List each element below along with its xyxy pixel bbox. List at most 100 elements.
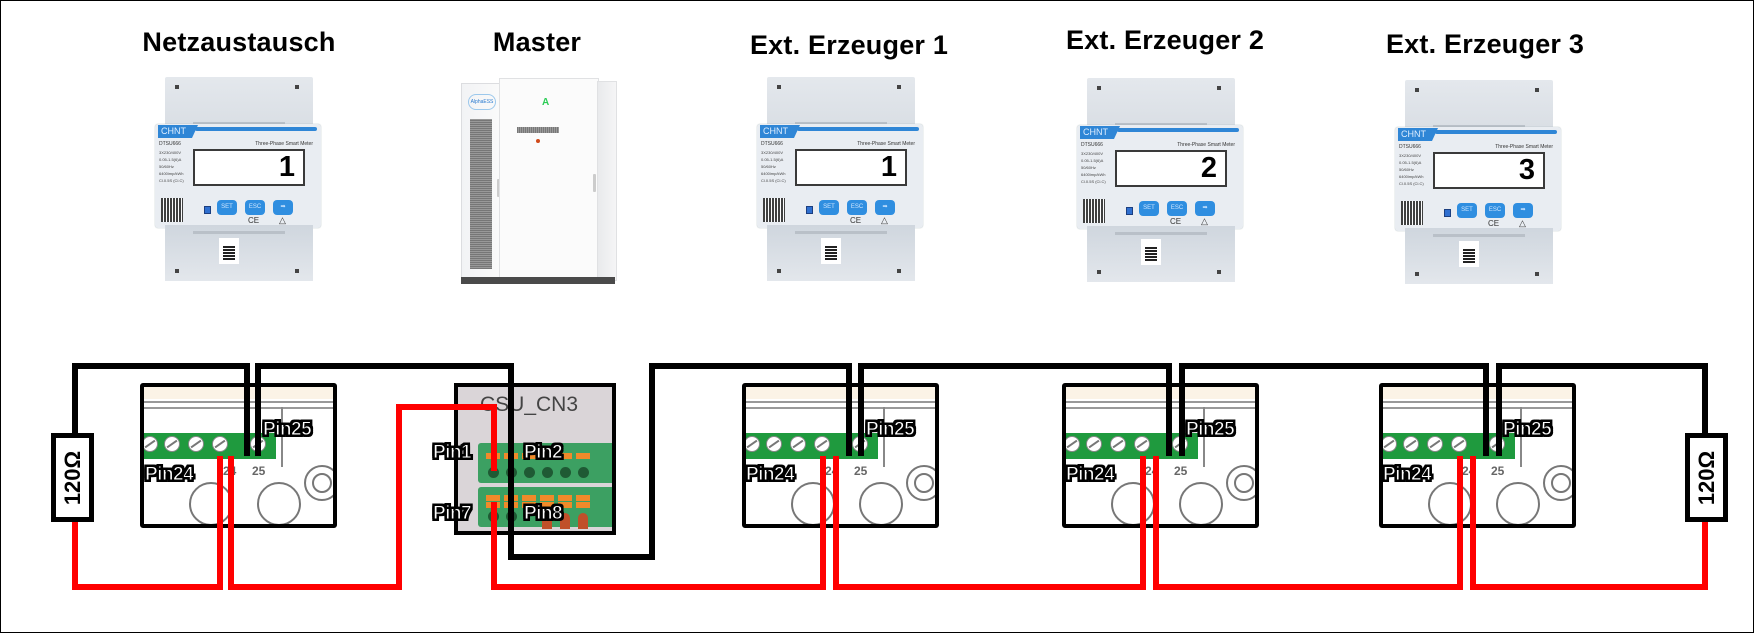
meter-qr-tag: [1141, 239, 1161, 265]
meter-model: DTSU666: [1081, 142, 1103, 148]
title-ext-erzeuger-3: Ext. Erzeuger 3: [1385, 29, 1585, 59]
meter-top-rail: [165, 77, 313, 133]
alpha-logo-icon: AlphaESS: [468, 94, 496, 110]
meter-front-panel: CHNT DTSU666 Three-Phase Smart Meter 3X2…: [155, 124, 321, 228]
qr-code-icon: [1083, 199, 1105, 223]
ce-mark-icon: CE: [1170, 217, 1182, 226]
pulse-led-icon: [806, 206, 813, 214]
cabinet-left-door: AlphaESS: [461, 83, 501, 281]
esc-button: ESC: [1167, 201, 1187, 216]
title-netzaustausch: Netzaustausch: [142, 27, 336, 57]
qr-code-icon: [1401, 201, 1423, 225]
qr-code-icon: [763, 198, 785, 222]
set-button: SET: [1139, 201, 1159, 216]
pin25-label-netzaustausch: Pin25: [262, 419, 312, 441]
pin24-label-netzaustausch: Pin24: [144, 464, 194, 486]
meter-front-panel: CHNT DTSU666 Three-Phase Smart Meter 3X2…: [1395, 127, 1561, 231]
pin24-label-ext1: Pin24: [745, 464, 795, 486]
terminal-number-24: 24: [825, 464, 839, 478]
pin7-label: Pin7: [432, 503, 472, 525]
set-button: SET: [217, 200, 237, 215]
resistor-value: 120Ω: [1693, 450, 1719, 505]
meter-display: 1: [193, 149, 305, 186]
meter-subtitle: Three-Phase Smart Meter: [1495, 144, 1553, 150]
meter-display: 2: [1115, 150, 1227, 187]
meter-address: 2: [1200, 152, 1217, 184]
resistor-value: 120Ω: [59, 450, 85, 505]
terminal-block-ext-erzeuger-3: 24 25: [1379, 383, 1576, 528]
csu-label: CSU_CN3: [480, 393, 579, 416]
pin1-label: Pin1: [432, 442, 472, 464]
meter-qr-tag: [1459, 241, 1479, 267]
smart-meter-ext-erzeuger-1: CHNT DTSU666 Three-Phase Smart Meter 3X2…: [757, 77, 923, 281]
next-arrow-button: ➡: [273, 200, 293, 215]
certification-triangle-icon: △: [881, 215, 888, 225]
cabinet-base: [461, 277, 615, 284]
meter-address: 1: [880, 151, 897, 183]
meter-subtitle: Three-Phase Smart Meter: [857, 141, 915, 147]
set-button: SET: [1457, 203, 1477, 218]
cabinet-top-vent: [517, 127, 559, 133]
terminal-number-24: 24: [1462, 464, 1476, 478]
title-ext-erzeuger-1: Ext. Erzeuger 1: [749, 30, 949, 60]
pulse-led-icon: [1444, 209, 1451, 217]
meter-model: DTSU666: [761, 141, 783, 147]
esc-button: ESC: [847, 200, 867, 215]
meter-subtitle: Three-Phase Smart Meter: [255, 141, 313, 147]
next-arrow-button: ➡: [1513, 203, 1533, 218]
certification-triangle-icon: △: [1201, 216, 1208, 226]
terminal-block-ext-erzeuger-2: 24 25: [1062, 383, 1259, 528]
smart-meter-ext-erzeuger-3: CHNT DTSU666 Three-Phase Smart Meter 3X2…: [1395, 80, 1561, 284]
master-battery-cabinet: AlphaESS A: [461, 75, 617, 287]
pin25-label-ext2: Pin25: [1185, 419, 1235, 441]
meter-front-panel: CHNT DTSU666 Three-Phase Smart Meter 3X2…: [757, 124, 923, 228]
next-arrow-button: ➡: [1195, 201, 1215, 216]
pin8-label: Pin8: [523, 503, 563, 525]
cabinet-side: [597, 81, 617, 281]
meter-qr-tag: [821, 238, 841, 264]
status-light-icon: [536, 139, 540, 143]
meter-brand: CHNT: [1080, 126, 1120, 139]
pulse-led-icon: [1126, 207, 1133, 215]
smart-meter-ext-erzeuger-2: CHNT DTSU666 Three-Phase Smart Meter 3X2…: [1077, 78, 1243, 282]
terminal-number-24: 24: [223, 464, 237, 478]
set-button: SET: [819, 200, 839, 215]
meter-display: 1: [795, 149, 907, 186]
smart-meter-netzaustausch: CHNT DTSU666 Three-Phase Smart Meter 3X2…: [155, 77, 321, 281]
title-master: Master: [492, 27, 582, 57]
ce-mark-icon: CE: [248, 216, 260, 225]
meter-display: 3: [1433, 152, 1545, 189]
pin25-label-ext1: Pin25: [865, 419, 915, 441]
ce-mark-icon: CE: [1488, 219, 1500, 228]
esc-button: ESC: [1485, 203, 1505, 218]
meter-subtitle: Three-Phase Smart Meter: [1177, 142, 1235, 148]
pin2-label: Pin2: [523, 442, 563, 464]
terminal-block-ext-erzeuger-1: 24 25: [742, 383, 939, 528]
meter-brand: CHNT: [760, 125, 800, 138]
certification-triangle-icon: △: [279, 215, 286, 225]
esc-button: ESC: [245, 200, 265, 215]
ce-mark-icon: CE: [850, 216, 862, 225]
terminal-number-25: 25: [252, 464, 266, 478]
cabinet-main-door: A: [499, 78, 599, 281]
pin24-label-ext2: Pin24: [1065, 464, 1115, 486]
terminal-number-25: 25: [1491, 464, 1505, 478]
meter-front-panel: CHNT DTSU666 Three-Phase Smart Meter 3X2…: [1077, 125, 1243, 229]
meter-qr-tag: [219, 238, 239, 264]
meter-brand: CHNT: [158, 125, 198, 138]
pin25-label-ext3: Pin25: [1502, 419, 1552, 441]
pulse-led-icon: [204, 206, 211, 214]
termination-resistor-right: 120Ω: [1685, 433, 1728, 522]
meter-model: DTSU666: [1399, 144, 1421, 150]
cabinet-vent-grille: [470, 119, 492, 269]
termination-resistor-left: 120Ω: [51, 433, 94, 522]
terminal-block-netzaustausch: 24 25: [140, 383, 337, 528]
terminal-number-25: 25: [1174, 464, 1188, 478]
meter-address: 3: [1518, 154, 1535, 186]
certification-triangle-icon: △: [1519, 218, 1526, 228]
